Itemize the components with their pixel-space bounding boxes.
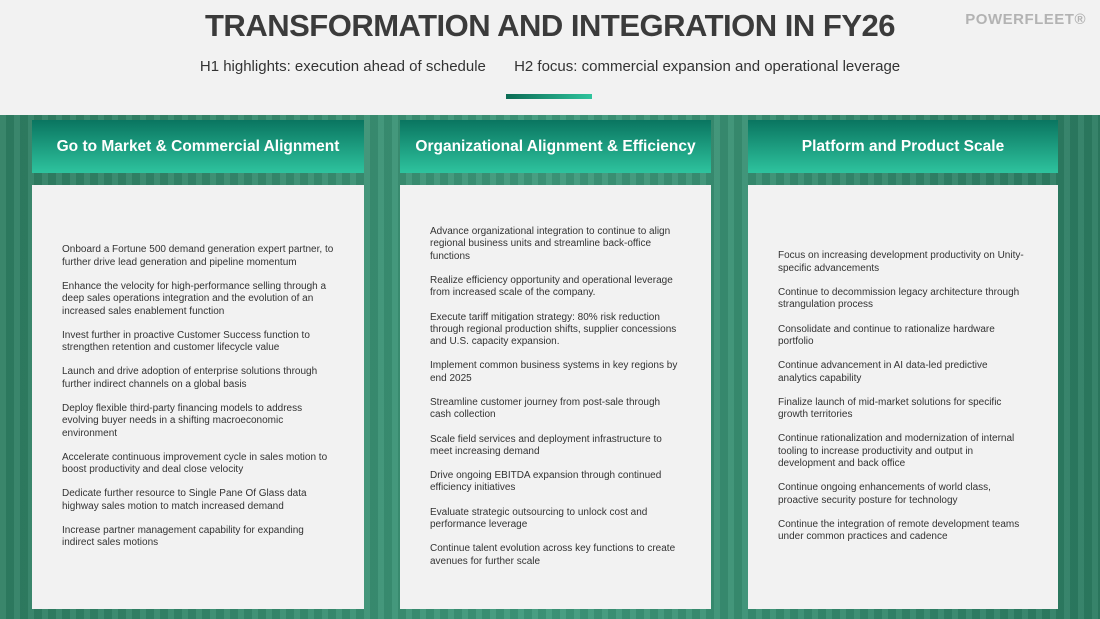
- list-item: Onboard a Fortune 500 demand generation …: [62, 244, 334, 268]
- list-item: Dedicate further resource to Single Pane…: [62, 488, 307, 512]
- powerfleet-logo: POWERFLEET®: [965, 11, 1086, 28]
- list-item: Evaluate strategic outsourcing to unlock…: [430, 506, 648, 531]
- slide-title: TRANSFORMATION AND INTEGRATION IN FY26: [205, 8, 895, 43]
- list-item: Continue rationalization and modernizati…: [778, 433, 1015, 470]
- list-item: Enhance the velocity for high-performanc…: [62, 280, 327, 317]
- column-go-to-market: Go to Market & Commercial Alignment Onbo…: [32, 120, 364, 609]
- list-item: Continue talent evolution across key fun…: [430, 543, 676, 567]
- accent-bar: [506, 94, 592, 99]
- column-panel: Onboard a Fortune 500 demand generation …: [32, 185, 364, 609]
- list-item: Invest further in proactive Customer Suc…: [62, 329, 310, 354]
- list-item: Streamline customer journey from post-sa…: [430, 397, 661, 421]
- slide-header: TRANSFORMATION AND INTEGRATION IN FY26 P…: [0, 0, 1100, 115]
- column-panel: Focus on increasing development producti…: [748, 185, 1058, 609]
- subtitle: H1 highlights: execution ahead of schedu…: [0, 58, 1100, 75]
- column-header: Platform and Product Scale: [748, 120, 1058, 173]
- list-item: Advance organizational integration to co…: [430, 226, 671, 262]
- list-item: Realize efficiency opportunity and opera…: [430, 274, 673, 299]
- list-item: Continue the integration of remote devel…: [778, 518, 1020, 543]
- list-item: Drive ongoing EBITDA expansion through c…: [430, 470, 662, 494]
- column-header: Organizational Alignment & Efficiency: [400, 120, 711, 173]
- list-item: Finalize launch of mid-market solutions …: [778, 396, 1002, 421]
- list-item: Launch and drive adoption of enterprise …: [62, 366, 318, 390]
- column-platform: Platform and Product Scale Focus on incr…: [748, 120, 1058, 609]
- list-item: Continue to decommission legacy architec…: [778, 287, 1020, 311]
- list-item: Accelerate continuous improvement cycle …: [62, 451, 328, 476]
- list-item: Focus on increasing development producti…: [778, 250, 1024, 274]
- list-item: Increase partner management capability f…: [62, 525, 304, 549]
- list-item: Continue ongoing enhancements of world c…: [778, 482, 991, 506]
- list-item: Continue advancement in AI data-led pred…: [778, 360, 988, 384]
- h2-focus: H2 focus: commercial expansion and opera…: [514, 58, 901, 75]
- column-organizational: Organizational Alignment & Efficiency Ad…: [400, 120, 711, 609]
- column-panel: Advance organizational integration to co…: [400, 185, 711, 609]
- list-item: Consolidate and continue to rationalize …: [778, 323, 995, 347]
- list-item: Deploy flexible third-party financing mo…: [62, 403, 303, 439]
- list-item: Implement common business systems in key…: [430, 360, 678, 384]
- list-item: Scale field services and deployment infr…: [430, 433, 662, 457]
- h1-highlights: H1 highlights: execution ahead of schedu…: [199, 58, 486, 75]
- list-item: Execute tariff mitigation strategy: 80% …: [430, 311, 677, 348]
- column-header: Go to Market & Commercial Alignment: [32, 120, 364, 173]
